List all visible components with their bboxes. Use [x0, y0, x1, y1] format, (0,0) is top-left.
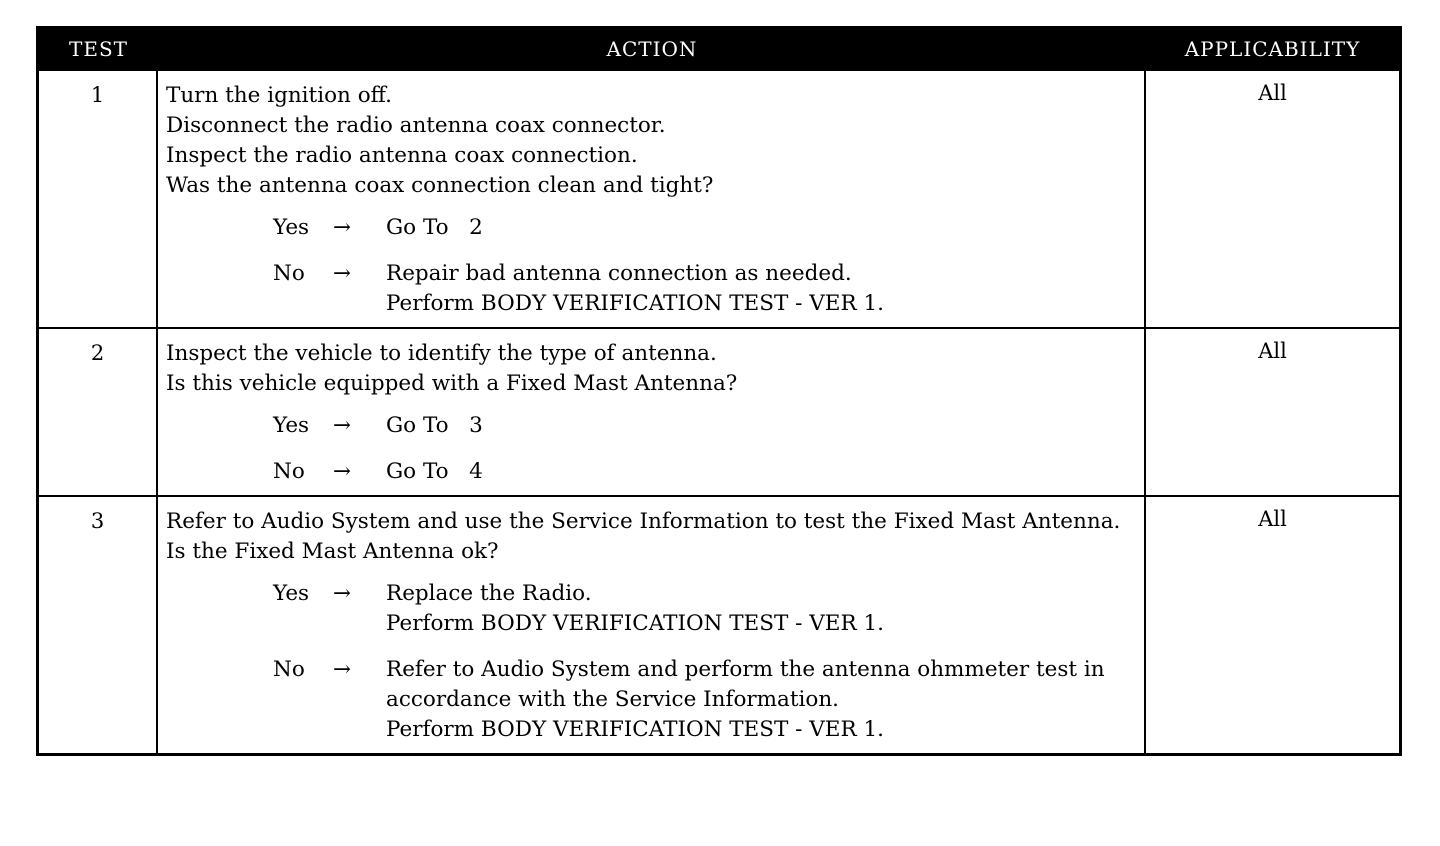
test-number: 1: [39, 71, 158, 327]
no-line: accordance with the Service Information.: [386, 687, 840, 712]
yes-text: Replace the Radio. Perform BODY VERIFICA…: [386, 579, 1136, 639]
answers: Yes → Go To 3 No → Go To 4: [166, 411, 1136, 487]
arrow-icon: →: [333, 657, 352, 682]
no-text: Repair bad antenna connection as needed.…: [386, 259, 1136, 319]
applicability-value: All: [1258, 81, 1287, 105]
action-line: Inspect the vehicle to identify the type…: [166, 341, 717, 366]
action-line: Refer to Audio System and use the Servic…: [166, 509, 1121, 534]
action-line: Disconnect the radio antenna coax connec…: [166, 113, 666, 138]
answers: Yes → Replace the Radio. Perform BODY VE…: [166, 579, 1136, 745]
yes-answer: Yes → Go To 3: [166, 411, 1136, 441]
action-cell: Turn the ignition off. Disconnect the ra…: [158, 71, 1146, 327]
table-row: 2 Inspect the vehicle to identify the ty…: [39, 327, 1399, 495]
arrow-icon: →: [333, 581, 352, 606]
yes-answer: Yes → Go To 2: [166, 213, 1136, 243]
diagnostic-table: TEST ACTION APPLICABILITY 1 Turn the ign…: [36, 26, 1402, 756]
test-number: 3: [39, 497, 158, 753]
yes-text: Go To 3: [386, 411, 1136, 441]
yes-label: Yes: [273, 413, 310, 438]
no-line: Repair bad antenna connection as needed.: [386, 261, 852, 286]
yes-answer: Yes → Replace the Radio. Perform BODY VE…: [166, 579, 1136, 639]
no-answer: No → Repair bad antenna connection as ne…: [166, 259, 1136, 319]
header-applicability: APPLICABILITY: [1184, 37, 1361, 61]
yes-line: Replace the Radio.: [386, 581, 592, 606]
table-row: 1 Turn the ignition off. Disconnect the …: [39, 69, 1399, 327]
no-answer: No → Go To 4: [166, 457, 1136, 487]
no-line: Perform BODY VERIFICATION TEST - VER 1.: [386, 291, 885, 316]
action-line: Is the Fixed Mast Antenna ok?: [166, 539, 499, 564]
yes-label: Yes: [273, 581, 310, 606]
action-cell: Inspect the vehicle to identify the type…: [158, 329, 1146, 495]
action-line: Inspect the radio antenna coax connectio…: [166, 143, 638, 168]
no-text: Go To 4: [386, 457, 1136, 487]
no-line: Perform BODY VERIFICATION TEST - VER 1.: [386, 717, 885, 742]
arrow-icon: →: [333, 215, 352, 240]
action-line: Is this vehicle equipped with a Fixed Ma…: [166, 371, 738, 396]
no-answer: No → Refer to Audio System and perform t…: [166, 655, 1136, 745]
no-label: No: [273, 261, 305, 286]
yes-line: Go To 2: [386, 215, 483, 240]
answers: Yes → Go To 2 No → Repair bad antenna co…: [166, 213, 1136, 319]
table-header: TEST ACTION APPLICABILITY: [39, 29, 1399, 69]
no-label: No: [273, 459, 305, 484]
header-test: TEST: [69, 37, 128, 61]
action-line: Turn the ignition off.: [166, 83, 392, 108]
action-line: Was the antenna coax connection clean an…: [166, 173, 714, 198]
no-label: No: [273, 657, 305, 682]
action-cell: Refer to Audio System and use the Servic…: [158, 497, 1146, 753]
yes-line: Perform BODY VERIFICATION TEST - VER 1.: [386, 611, 885, 636]
yes-text: Go To 2: [386, 213, 1136, 243]
no-line: Refer to Audio System and perform the an…: [386, 657, 1105, 682]
yes-line: Go To 3: [386, 413, 483, 438]
yes-label: Yes: [273, 215, 310, 240]
table-row: 3 Refer to Audio System and use the Serv…: [39, 495, 1399, 753]
test-number: 2: [39, 329, 158, 495]
applicability-value: All: [1258, 339, 1287, 363]
arrow-icon: →: [333, 459, 352, 484]
applicability-value: All: [1258, 507, 1287, 531]
no-text: Refer to Audio System and perform the an…: [386, 655, 1136, 745]
arrow-icon: →: [333, 413, 352, 438]
no-line: Go To 4: [386, 459, 483, 484]
arrow-icon: →: [333, 261, 352, 286]
header-action: ACTION: [606, 37, 698, 61]
